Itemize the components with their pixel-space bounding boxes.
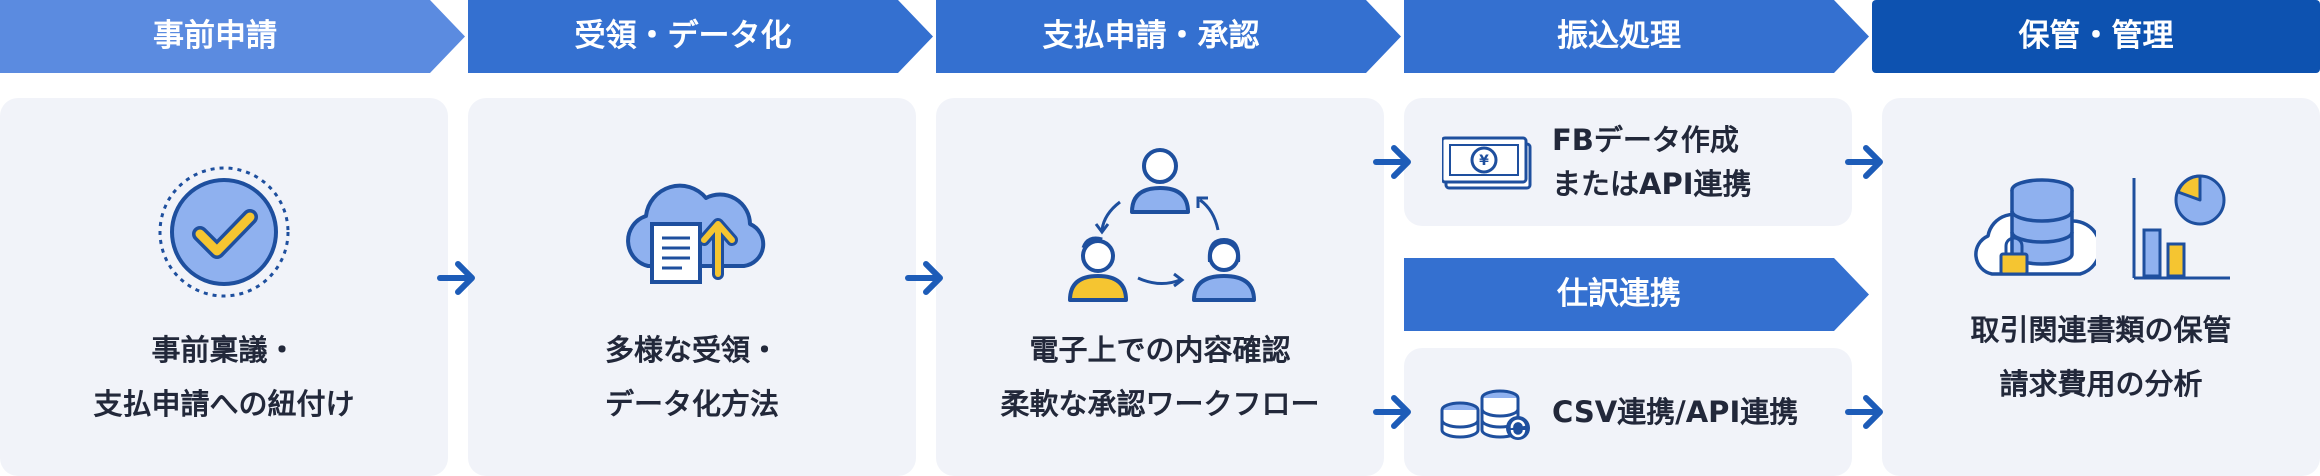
svg-text:¥: ¥ [1479, 153, 1489, 169]
arrow-right-icon [1845, 395, 1883, 429]
transfer-text-line2: またはAPI連携 [1552, 167, 1752, 201]
card-text-line1: 電子上での内容確認 [1029, 333, 1291, 367]
step-storage-management: 保管・管理 [1872, 0, 2320, 73]
journal-text: CSV連携/API連携 [1552, 395, 1799, 429]
step-label: 事前申請 [153, 18, 277, 54]
database-sync-icon [1440, 389, 1530, 440]
person-icon [1192, 238, 1256, 302]
cloud-database-lock-icon [1974, 178, 2096, 276]
card-text-line1: 多様な受領・ [604, 333, 779, 367]
card-text-line2: 支払申請への紐付け [93, 387, 355, 421]
card-storage-management: 取引関連書類の保管 請求費用の分析 [1882, 98, 2320, 476]
card-text-line2: 請求費用の分析 [1999, 367, 2203, 401]
chart-analysis-icon [2132, 174, 2230, 280]
arrow-right-icon [437, 261, 475, 295]
arrow-right-icon [1845, 145, 1883, 179]
check-circle-icon [158, 166, 290, 298]
card-text-line1: 取引関連書類の保管 [1970, 313, 2232, 347]
journal-label: 仕訳連携 [1557, 276, 1681, 312]
step-transfer: 振込処理 [1404, 0, 1869, 73]
step-receive-digitize: 受領・データ化 [468, 0, 933, 73]
step-pre-application: 事前申請 [0, 0, 465, 73]
step-label: 保管・管理 [2018, 18, 2174, 54]
card-receive-digitize: 多様な受領・ データ化方法 [468, 98, 916, 476]
step-label: 受領・データ化 [574, 18, 792, 54]
card-text-line2: データ化方法 [604, 387, 779, 421]
card-payment-approval: 電子上での内容確認 柔軟な承認ワークフロー [936, 98, 1384, 476]
arrow-right-icon [1373, 145, 1411, 179]
card-text-line2: 柔軟な承認ワークフロー [1000, 387, 1320, 421]
cloud-upload-icon [626, 183, 766, 284]
card-text-line1: 事前稟議・ [151, 333, 297, 367]
person-icon [1068, 236, 1128, 302]
arrow-right-icon [1373, 395, 1411, 429]
person-icon [1130, 148, 1190, 214]
arrow-right-icon [905, 261, 943, 295]
transfer-text-line1: FBデータ作成 [1552, 123, 1739, 157]
banknote-icon: ¥ [1442, 136, 1532, 190]
card-pre-application: 事前稟議・ 支払申請への紐付け [0, 98, 448, 476]
card-journal: CSV連携/API連携 [1404, 348, 1852, 476]
step-label: 振込処理 [1557, 18, 1681, 54]
journal-header: 仕訳連携 [1404, 258, 1869, 331]
step-payment-approval: 支払申請・承認 [936, 0, 1401, 73]
card-fb-data: ¥ FBデータ作成 またはAPI連携 [1404, 98, 1852, 226]
approval-cycle-icon [1068, 148, 1256, 302]
step-label: 支払申請・承認 [1042, 18, 1260, 54]
